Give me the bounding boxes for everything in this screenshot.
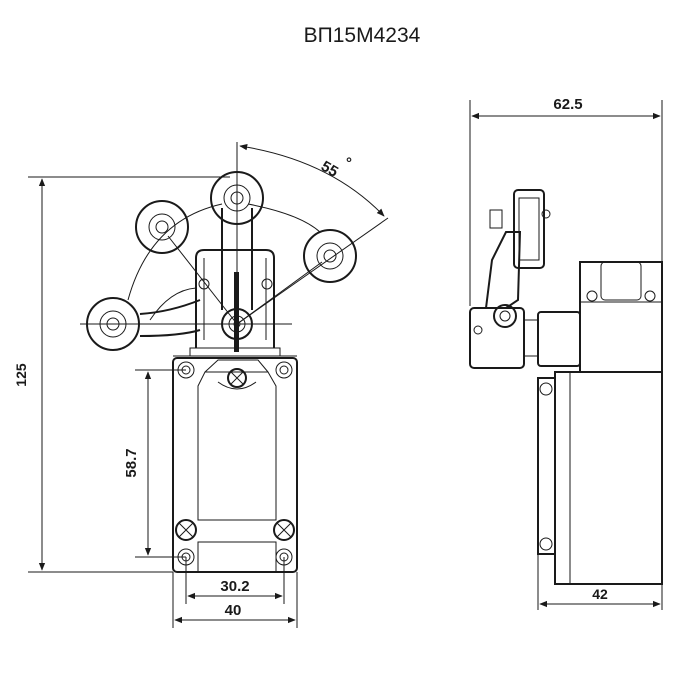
side-body xyxy=(524,261,663,585)
angle-dimension: 55 ° xyxy=(236,143,389,325)
front-body xyxy=(172,347,298,573)
front-screws xyxy=(175,368,295,541)
depth-dimension: 62.5 xyxy=(469,96,663,306)
angle-unit: ° xyxy=(346,155,352,172)
roller-left xyxy=(86,297,201,351)
drawing-title: ВП15М4234 xyxy=(304,24,421,47)
hole-spacing-vertical: 58.7 xyxy=(123,369,186,558)
side-width-dimension: 42 xyxy=(537,554,663,610)
depth-value: 62.5 xyxy=(553,96,582,113)
hole-horizontal-value: 30.2 xyxy=(220,578,249,595)
side-view: 62.5 42 xyxy=(469,96,663,610)
roller-right xyxy=(236,229,357,325)
roller-left-up xyxy=(135,200,238,325)
height-dimension: 125 xyxy=(13,176,230,573)
front-view: 55 ° 125 58.7 30.2 40 xyxy=(13,142,389,628)
angle-value: 55 xyxy=(318,158,341,181)
side-lever xyxy=(469,189,551,369)
hole-vertical-value: 58.7 xyxy=(123,448,140,477)
side-width-value: 42 xyxy=(592,586,608,602)
total-height-value: 125 xyxy=(13,363,29,387)
body-width-value: 40 xyxy=(225,602,242,619)
lever-head xyxy=(80,142,292,352)
width-dimensions: 30.2 40 xyxy=(172,557,298,628)
